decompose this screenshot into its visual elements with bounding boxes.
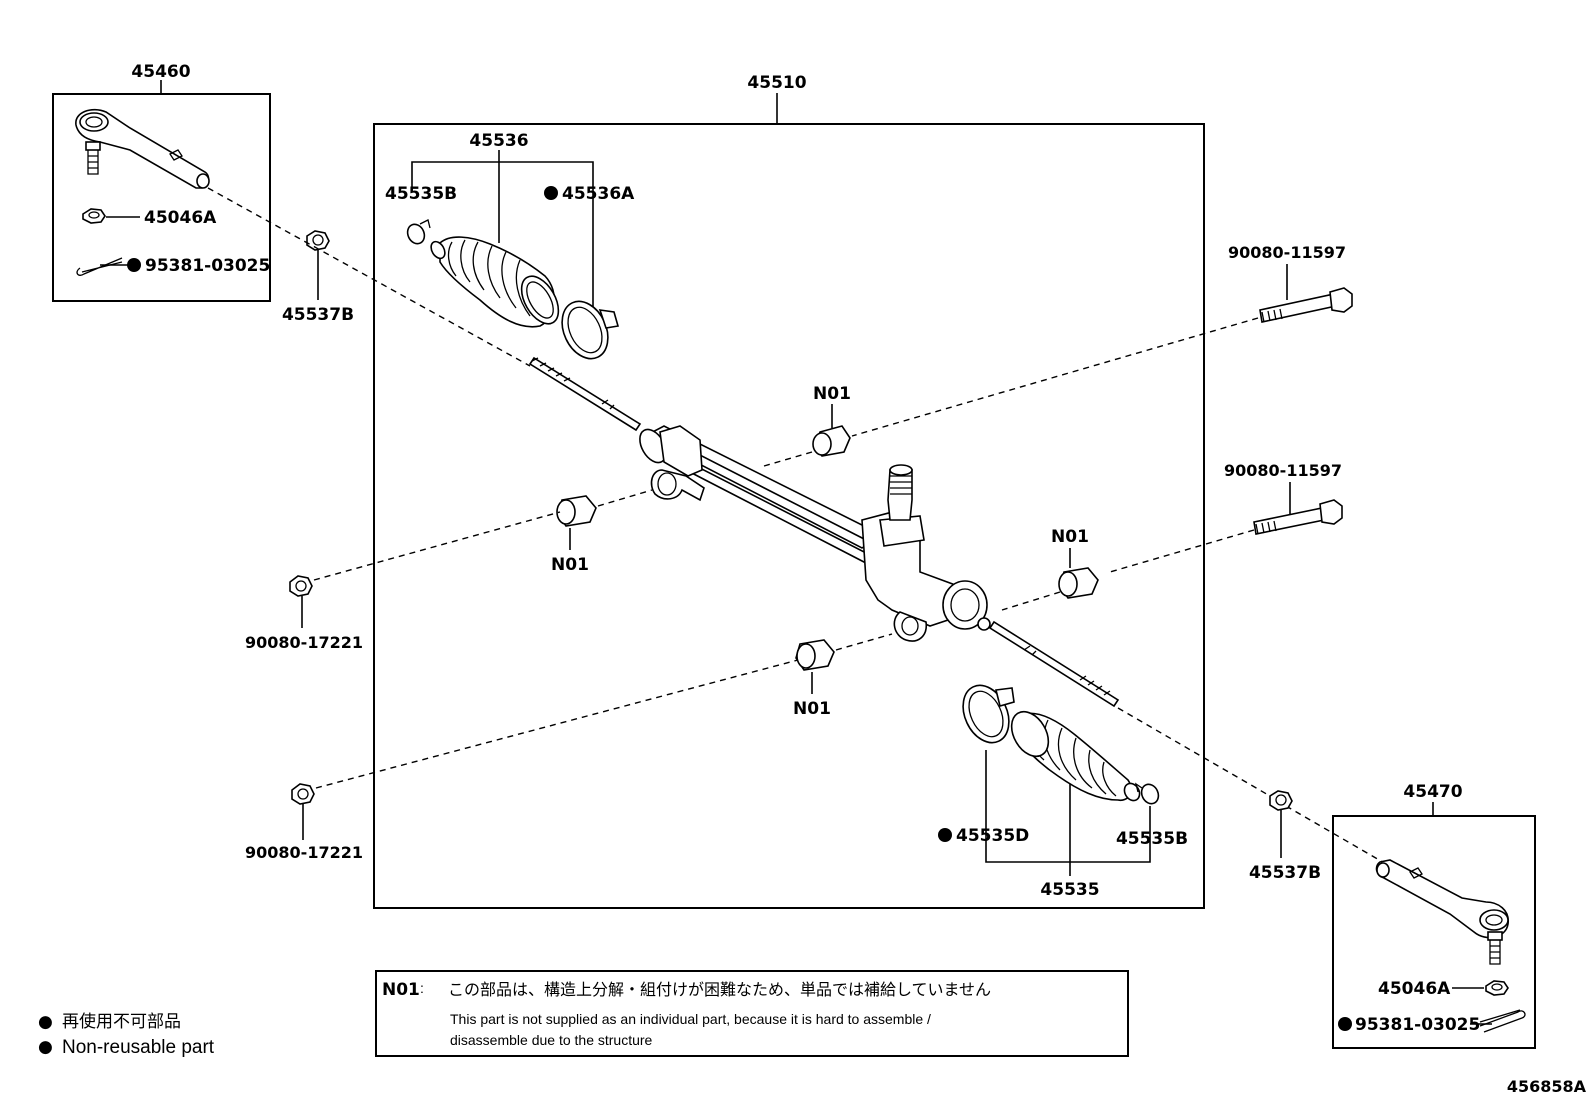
boot-set-right-label: 45535 bbox=[1040, 880, 1099, 900]
boot-clamp-big-right-part bbox=[962, 684, 1015, 744]
non-reusable-marker-clamp-big-left bbox=[544, 186, 558, 200]
bolt-upper-part bbox=[1259, 287, 1353, 323]
boot-clamp-left-part bbox=[406, 219, 431, 245]
note-en-line2: disassemble due to the structure bbox=[450, 1032, 653, 1048]
boot-clamp-right-part bbox=[1134, 782, 1160, 805]
bushing-right-part bbox=[1058, 548, 1099, 599]
cotter-pin-left-label: 95381-03025 bbox=[145, 256, 270, 276]
note-box bbox=[375, 970, 1129, 1057]
legend-marker-en: ● bbox=[38, 1037, 53, 1057]
tie-rod-end-right-part bbox=[1375, 859, 1509, 965]
nut-right-part bbox=[1452, 980, 1509, 996]
boot-clamp-left-label: 45535B bbox=[385, 184, 457, 204]
assembly-line-bolt-middle-a bbox=[1109, 529, 1255, 573]
nut-lower-1-label: 90080-17221 bbox=[245, 633, 363, 652]
bushing-upper-label: N01 bbox=[813, 384, 851, 404]
assembly-line-bolt-upper bbox=[851, 317, 1259, 437]
legend-marker-jp: ● bbox=[38, 1012, 53, 1032]
legend-en: Non-reusable part bbox=[62, 1037, 215, 1058]
boot-set-left-bracket bbox=[411, 161, 594, 315]
nut-right-label: 45046A bbox=[1378, 979, 1451, 999]
bushing-left-label: N01 bbox=[551, 555, 589, 575]
note-jp-text: この部品は、構造上分解・組付けが困難なため、単品では補給していません bbox=[448, 980, 991, 999]
bushing-lower-label: N01 bbox=[793, 699, 831, 719]
bolt-middle-label: 90080-11597 bbox=[1224, 461, 1342, 480]
assembly-line-bushing-lower bbox=[835, 633, 893, 651]
boot-left-part bbox=[430, 236, 560, 328]
nut-lower-1-part bbox=[289, 575, 313, 628]
boot-right-part bbox=[1010, 710, 1141, 802]
assembly-line-bushing-upper bbox=[763, 451, 813, 467]
boot-set-right-bracket bbox=[985, 750, 1151, 863]
nut-left-label: 45046A bbox=[144, 208, 217, 228]
bushing-right-label: N01 bbox=[1051, 527, 1089, 547]
note-en-line1: This part is not supplied as an individu… bbox=[450, 1011, 931, 1027]
tie-rod-end-right-frame bbox=[1332, 815, 1536, 1049]
cotter-pin-left-part bbox=[76, 257, 141, 276]
non-reusable-marker-cotter-left bbox=[127, 258, 141, 272]
bushing-upper-part bbox=[812, 404, 851, 457]
nut-left-part bbox=[82, 208, 140, 224]
diagram-id: 456858A bbox=[1507, 1077, 1587, 1096]
boot-clamp-big-left-label: 45536A bbox=[562, 184, 635, 204]
legend-jp: 再使用不可部品 bbox=[62, 1011, 181, 1032]
assembly-line-nut-lower-1 bbox=[313, 511, 561, 581]
lock-nut-right-label: 45537B bbox=[1249, 863, 1321, 883]
lock-nut-left-part bbox=[306, 230, 330, 300]
assembly-line-bushing-left bbox=[597, 489, 653, 507]
note-colon: : bbox=[420, 980, 424, 996]
cotter-pin-right-part bbox=[1470, 1009, 1526, 1033]
steering-rack-body bbox=[528, 356, 1120, 708]
boot-clamp-big-left-part bbox=[561, 300, 620, 360]
assembly-line-nut-lower-2 bbox=[315, 659, 799, 789]
boot-clamp-right-label: 45535B bbox=[1116, 829, 1188, 849]
note-code: N01 bbox=[382, 980, 420, 1000]
bushing-lower-part bbox=[795, 639, 835, 694]
bolt-middle-part bbox=[1253, 499, 1343, 535]
bolt-upper-label: 90080-11597 bbox=[1228, 243, 1346, 262]
tie-rod-end-right-label: 45470 bbox=[1403, 782, 1462, 802]
assembly-line-right-lock-nut bbox=[1117, 707, 1271, 797]
rack-assembly-label: 45510 bbox=[747, 73, 806, 93]
non-reusable-marker-cotter-right bbox=[1338, 1017, 1352, 1031]
cotter-pin-right-label: 95381-03025 bbox=[1355, 1015, 1480, 1035]
nut-lower-2-part bbox=[291, 783, 315, 840]
tie-rod-end-left-label: 45460 bbox=[131, 62, 190, 82]
lock-nut-right-part bbox=[1269, 790, 1293, 858]
nut-lower-2-label: 90080-17221 bbox=[245, 843, 363, 862]
bushing-left-part bbox=[556, 495, 597, 550]
non-reusable-marker-clamp-big-right bbox=[938, 828, 952, 842]
assembly-line-bolt-middle-b bbox=[1001, 591, 1061, 611]
boot-clamp-big-right-label: 45535D bbox=[956, 826, 1029, 846]
tie-rod-end-left-part bbox=[75, 108, 210, 189]
rack-assembly-frame bbox=[373, 123, 1205, 909]
lock-nut-left-label: 45537B bbox=[282, 305, 354, 325]
boot-set-left-label: 45536 bbox=[469, 131, 528, 151]
